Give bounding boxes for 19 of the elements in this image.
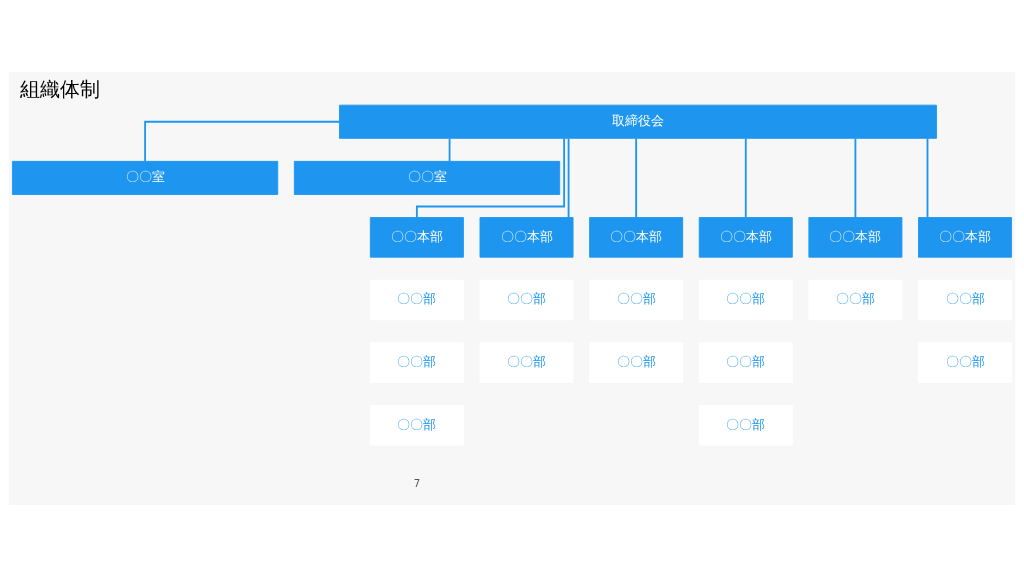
connector bbox=[144, 120, 341, 162]
node-box: 〇〇本部 bbox=[808, 216, 903, 258]
connector bbox=[567, 137, 570, 218]
connector bbox=[926, 137, 929, 218]
node-box: 〇〇本部 bbox=[369, 216, 464, 258]
node-box: 〇〇本部 bbox=[918, 216, 1012, 258]
diagram-title: 組織体制 bbox=[20, 76, 101, 101]
connector bbox=[448, 137, 451, 162]
connector bbox=[635, 137, 638, 218]
node-box: 〇〇室 bbox=[293, 160, 561, 195]
connector bbox=[415, 137, 566, 218]
node-box: 〇〇本部 bbox=[479, 216, 574, 258]
label: 7 bbox=[413, 477, 421, 489]
connector bbox=[744, 137, 747, 218]
connector bbox=[854, 137, 857, 218]
node-box: 〇〇室 bbox=[11, 160, 279, 195]
node-box: 取締役会 bbox=[339, 104, 937, 139]
node-box: 〇〇本部 bbox=[589, 216, 684, 258]
node-box: 〇〇本部 bbox=[698, 216, 793, 258]
